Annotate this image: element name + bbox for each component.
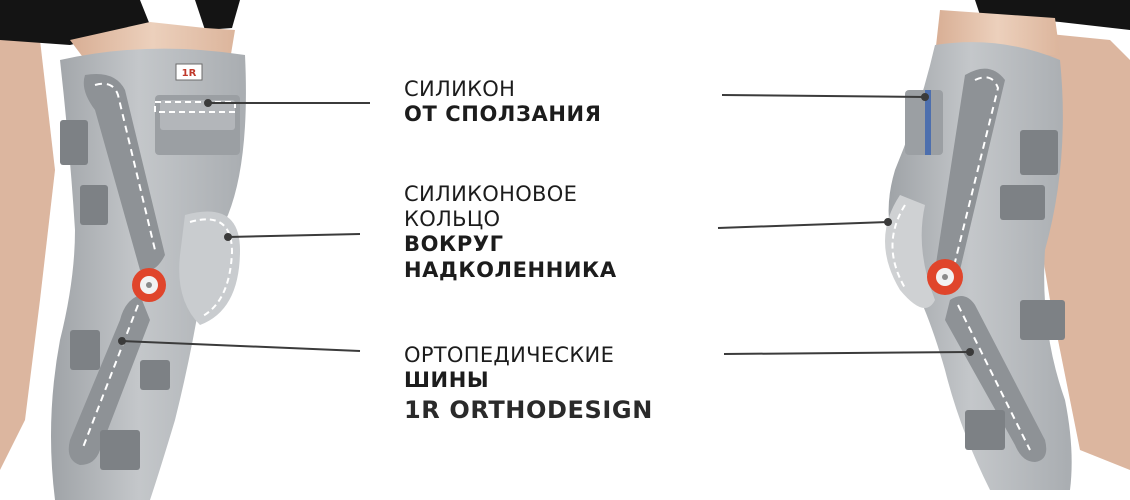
right-top-band-accent <box>925 90 931 155</box>
right-lower-splint <box>945 296 1047 462</box>
right-leg-illustration <box>885 0 1130 491</box>
left-strap-3 <box>70 330 100 370</box>
leader-lines <box>118 93 974 356</box>
label-ring-line-4: НАДКОЛЕННИКА <box>404 257 617 282</box>
label-silicone-line-2: ОТ СПОЛЗАНИЯ <box>404 102 602 127</box>
right-shorts <box>975 0 1130 30</box>
label-ring-line-2: КОЛЬЦО <box>404 207 501 232</box>
right-upper-splint <box>935 68 1005 278</box>
left-brand-tag-text: 1R <box>182 68 197 79</box>
left-patella-ring <box>179 211 240 325</box>
right-patella-stitch <box>891 204 906 289</box>
leader-splint-left-dot <box>118 337 126 345</box>
left-back-leg <box>0 30 55 470</box>
label-silicone-anti-slip: СИЛИКОН ОТ СПОЛЗАНИЯ <box>404 77 601 127</box>
label-ring-line-3: ВОКРУГ <box>404 232 504 257</box>
left-strap-1 <box>60 120 88 165</box>
right-hinge-center <box>942 274 948 280</box>
label-orthopedic-splints: ОРТОПЕДИЧЕСКИЕ ШИНЫ 1R ORTHODESIGN <box>404 343 653 425</box>
left-patella-stitch <box>189 218 234 317</box>
leader-splint-left <box>121 340 361 352</box>
left-upper-splint-stitch <box>94 82 156 251</box>
left-upper-splint <box>83 74 165 271</box>
left-lower-splint <box>68 295 150 465</box>
leader-silicone-right-dot <box>921 93 929 101</box>
leader-splint-right-dot <box>966 348 974 356</box>
right-upper-splint-stitch <box>954 76 1000 263</box>
left-brand-tag <box>175 63 203 81</box>
right-strap-2 <box>1000 185 1045 220</box>
leader-ring-left-dot <box>224 233 232 241</box>
label-splints-brand: 1R ORTHODESIGN <box>404 396 653 425</box>
right-strap-1 <box>1020 130 1058 175</box>
leader-ring-right <box>717 221 889 229</box>
leader-ring-right-dot <box>884 218 892 226</box>
left-top-strap-pad <box>160 100 235 130</box>
left-shorts-edge <box>195 0 240 30</box>
label-splints-line-2: ШИНЫ <box>404 368 490 393</box>
leader-silicone-left-dot <box>204 99 212 107</box>
label-silicone-ring: СИЛИКОНОВОЕ КОЛЬЦО ВОКРУГ НАДКОЛЕННИКА <box>404 182 617 283</box>
right-strap-3 <box>1020 300 1065 340</box>
right-strap-4 <box>965 410 1005 450</box>
left-strap-4 <box>140 360 170 390</box>
leader-silicone-right <box>721 94 926 98</box>
right-top-band <box>905 90 943 155</box>
right-patella-ring <box>885 195 935 308</box>
leader-splint-right <box>723 351 971 355</box>
leader-ring-left <box>227 233 361 238</box>
right-lower-splint-stitch <box>957 304 1031 451</box>
left-strap-5 <box>100 430 140 470</box>
label-splints-line-1: ОРТОПЕДИЧЕСКИЕ <box>404 343 615 367</box>
left-lower-splint-stitch <box>81 304 139 451</box>
label-silicone-line-1: СИЛИКОН <box>404 77 516 101</box>
label-ring-line-1: СИЛИКОНОВОЕ <box>404 182 578 206</box>
left-hinge-center <box>146 282 152 288</box>
left-leg-illustration: 1R <box>0 0 246 500</box>
left-strap-2 <box>80 185 108 225</box>
